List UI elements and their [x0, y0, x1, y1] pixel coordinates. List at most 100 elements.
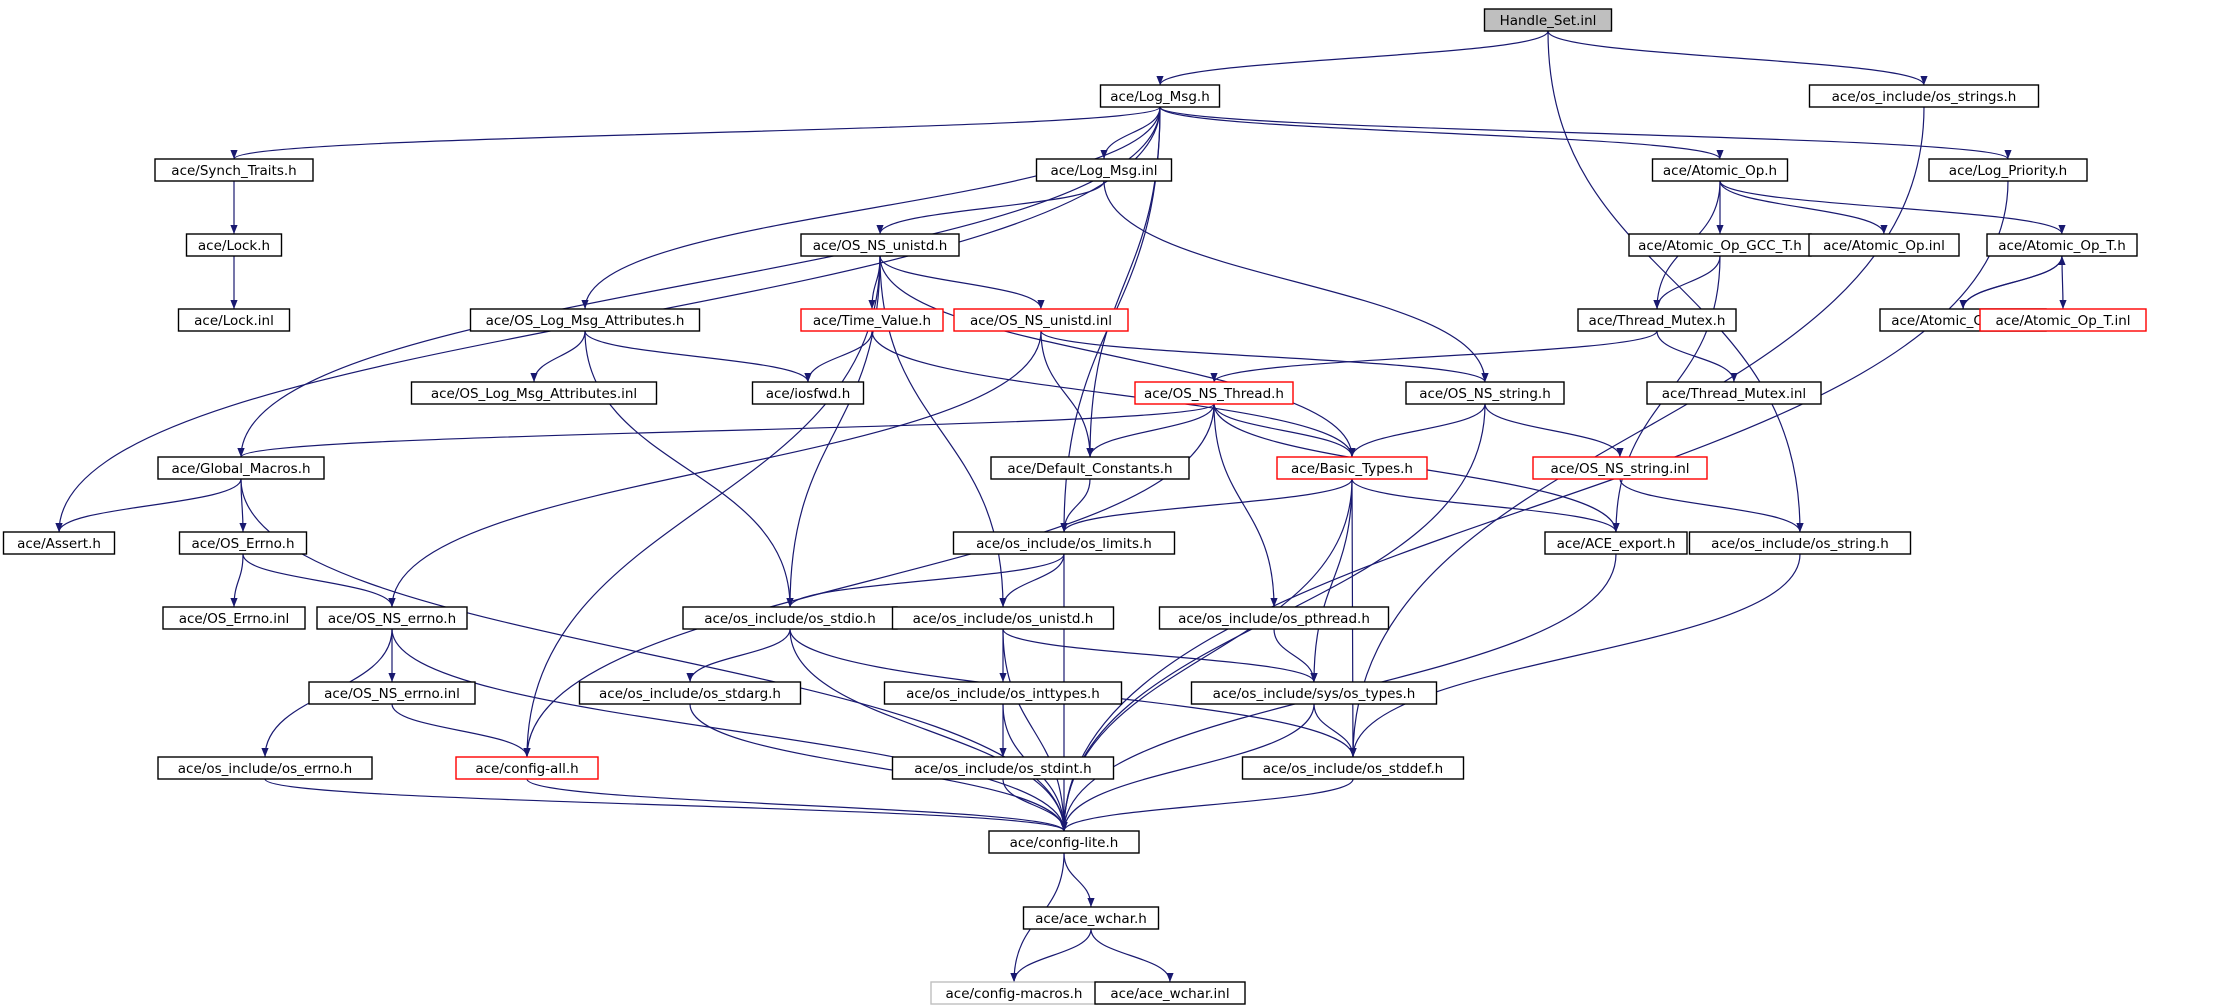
node-ace-config-macros-h[interactable]: ace/config-macros.h — [930, 981, 1098, 1005]
node-label: ace/Log_Msg.inl — [1050, 163, 1157, 179]
node-ace-assert-h[interactable]: ace/Assert.h — [2, 531, 116, 555]
node-ace-thread-mutex-h[interactable]: ace/Thread_Mutex.h — [1577, 308, 1737, 332]
node-box — [1808, 84, 2040, 108]
node-ace-os-ns-unistd-inl[interactable]: ace/OS_NS_unistd.inl — [953, 308, 1129, 332]
node-box — [1158, 606, 1390, 630]
edge-ace-log-msg-h-to-ace-global-macros-h — [237, 106, 1161, 458]
edge-ace-os-ns-errno-inl-to-ace-config-all-h — [391, 703, 531, 758]
edge-ace-log-msg-h-to-ace-synch-traits-h — [230, 106, 1161, 160]
node-label: ace/OS_NS_unistd.h — [813, 238, 948, 254]
node-label: ace/OS_NS_string.h — [1419, 386, 1551, 402]
node-ace-os-include-os-stddef-h[interactable]: ace/os_include/os_stddef.h — [1241, 756, 1465, 780]
node-ace-log-msg-h[interactable]: ace/Log_Msg.h — [1099, 84, 1221, 108]
node-label: ace/os_include/sys/os_types.h — [1213, 686, 1416, 702]
node-box — [1986, 233, 2138, 257]
node-ace-atomic-op-gcc-t-h[interactable]: ace/Atomic_Op_GCC_T.h — [1628, 233, 1812, 257]
edge-ace-ace-wchar-h-to-ace-ace-wchar-inl — [1090, 928, 1174, 983]
node-box — [1577, 308, 1737, 332]
node-ace-ace-wchar-h[interactable]: ace/ace_wchar.h — [1022, 906, 1160, 930]
edge-ace-os-log-msg-attributes-h-to-ace-os-log-msg-attributes-inl — [530, 330, 586, 383]
node-ace-atomic-op-h[interactable]: ace/Atomic_Op.h — [1651, 158, 1789, 182]
node-box — [1688, 531, 1912, 555]
edge-ace-basic-types-h-to-ace-ace-export-h — [1351, 478, 1620, 533]
edge-ace-os-ns-unistd-inl-to-ace-os-ns-string-h — [1040, 330, 1489, 383]
node-ace-config-all-h[interactable]: ace/config-all.h — [455, 756, 599, 780]
edge-ace-os-include-os-stdio-h-to-ace-config-lite-h — [789, 628, 1068, 832]
node-ace-os-ns-unistd-h[interactable]: ace/OS_NS_unistd.h — [800, 233, 960, 257]
node-label: ace/Atomic_Op.inl — [1823, 238, 1945, 254]
node-ace-os-ns-thread-h[interactable]: ace/OS_NS_Thread.h — [1134, 381, 1294, 405]
node-label: ace/os_include/os_stdio.h — [704, 611, 876, 627]
node-ace-os-include-os-stdint-h[interactable]: ace/os_include/os_stdint.h — [891, 756, 1115, 780]
node-ace-os-include-os-errno-h[interactable]: ace/os_include/os_errno.h — [157, 756, 373, 780]
node-label: ace/Atomic_Op_T.inl — [1995, 313, 2130, 329]
node-handle-set-inl[interactable]: Handle_Set.inl — [1483, 8, 1613, 32]
node-ace-time-value-h[interactable]: ace/Time_Value.h — [800, 308, 944, 332]
edge-ace-os-include-os-unistd-h-to-ace-os-include-sys-os-types-h — [1002, 628, 1318, 683]
node-ace-lock-h[interactable]: ace/Lock.h — [185, 233, 283, 257]
node-box — [1928, 158, 2088, 182]
node-ace-ace-wchar-inl[interactable]: ace/ace_wchar.inl — [1094, 981, 1246, 1005]
node-label: ace/Thread_Mutex.inl — [1662, 386, 1806, 402]
edge-handle-set-inl-to-ace-log-msg-h — [1156, 30, 1549, 86]
node-ace-os-include-sys-os-types-h[interactable]: ace/os_include/sys/os_types.h — [1190, 681, 1438, 705]
node-ace-synch-traits-h[interactable]: ace/Synch_Traits.h — [154, 158, 314, 182]
node-label: ace/OS_Errno.h — [191, 536, 294, 552]
node-ace-atomic-op-inl[interactable]: ace/Atomic_Op.inl — [1808, 233, 1960, 257]
node-ace-lock-inl[interactable]: ace/Lock.inl — [177, 308, 291, 332]
node-ace-os-include-os-stdarg-h[interactable]: ace/os_include/os_stdarg.h — [578, 681, 802, 705]
node-ace-config-lite-h[interactable]: ace/config-lite.h — [988, 830, 1140, 854]
node-ace-default-constants-h[interactable]: ace/Default_Constants.h — [990, 456, 1190, 480]
edge-ace-atomic-op-gcc-t-h-to-ace-thread-mutex-h — [1653, 255, 1721, 310]
edge-ace-os-ns-unistd-h-to-ace-basic-types-h — [879, 255, 1356, 458]
node-ace-log-priority-h[interactable]: ace/Log_Priority.h — [1928, 158, 2088, 182]
node-box — [988, 830, 1140, 854]
node-ace-ace-export-h[interactable]: ace/ACE_export.h — [1544, 531, 1688, 555]
node-layer: Handle_Set.inl ace/Log_Msg.h ace/os_includ… — [2, 8, 2147, 1005]
node-ace-os-errno-inl[interactable]: ace/OS_Errno.inl — [162, 606, 306, 630]
node-ace-os-include-os-stdio-h[interactable]: ace/os_include/os_stdio.h — [682, 606, 898, 630]
node-ace-os-log-msg-attributes-h[interactable]: ace/OS_Log_Msg_Attributes.h — [469, 308, 701, 332]
node-ace-os-ns-errno-h[interactable]: ace/OS_NS_errno.h — [316, 606, 468, 630]
node-label: Handle_Set.inl — [1500, 13, 1597, 29]
node-ace-os-include-os-limits-h[interactable]: ace/os_include/os_limits.h — [952, 531, 1176, 555]
node-label: ace/OS_NS_string.inl — [1550, 461, 1689, 477]
node-ace-os-include-os-inttypes-h[interactable]: ace/os_include/os_inttypes.h — [883, 681, 1123, 705]
edge-ace-log-msg-inl-to-ace-os-ns-unistd-h — [876, 180, 1105, 235]
node-box — [177, 308, 291, 332]
node-label: ace/OS_NS_unistd.inl — [970, 313, 1112, 329]
node-box — [990, 456, 1190, 480]
node-box — [1483, 8, 1613, 32]
node-ace-os-errno-h[interactable]: ace/OS_Errno.h — [178, 531, 308, 555]
node-label: ace/os_include/os_pthread.h — [1178, 611, 1370, 627]
node-ace-os-include-os-strings-h[interactable]: ace/os_include/os_strings.h — [1808, 84, 2040, 108]
node-ace-os-include-os-pthread-h[interactable]: ace/os_include/os_pthread.h — [1158, 606, 1390, 630]
edge-ace-os-include-os-limits-h-to-ace-os-include-os-stdio-h — [786, 553, 1065, 608]
node-ace-thread-mutex-inl[interactable]: ace/Thread_Mutex.inl — [1646, 381, 1822, 405]
node-box — [1808, 233, 1960, 257]
node-label: ace/OS_Log_Msg_Attributes.h — [486, 313, 685, 329]
node-ace-os-include-os-unistd-h[interactable]: ace/os_include/os_unistd.h — [891, 606, 1115, 630]
node-box — [953, 308, 1129, 332]
edge-ace-os-include-os-stdio-h-to-ace-os-include-os-stdarg-h — [686, 628, 791, 683]
node-ace-os-include-os-string-h[interactable]: ace/os_include/os_string.h — [1688, 531, 1912, 555]
node-box — [800, 308, 944, 332]
node-box — [891, 756, 1115, 780]
node-ace-atomic-op-t-inl[interactable]: ace/Atomic_Op_T.inl — [1979, 308, 2147, 332]
node-ace-global-macros-h[interactable]: ace/Global_Macros.h — [157, 456, 325, 480]
node-box — [800, 233, 960, 257]
edge-ace-os-ns-unistd-h-to-ace-config-all-h — [523, 255, 881, 758]
node-ace-os-log-msg-attributes-inl[interactable]: ace/OS_Log_Msg_Attributes.inl — [410, 381, 658, 405]
node-box — [157, 756, 373, 780]
edge-ace-os-ns-thread-h-to-ace-os-include-os-pthread-h — [1213, 403, 1278, 608]
node-ace-basic-types-h[interactable]: ace/Basic_Types.h — [1276, 456, 1428, 480]
node-box — [308, 681, 476, 705]
node-ace-iosfwd-h[interactable]: ace/iosfwd.h — [751, 381, 865, 405]
node-ace-os-ns-string-h[interactable]: ace/OS_NS_string.h — [1405, 381, 1565, 405]
node-ace-os-ns-string-inl[interactable]: ace/OS_NS_string.inl — [1532, 456, 1708, 480]
node-ace-os-ns-errno-inl[interactable]: ace/OS_NS_errno.inl — [308, 681, 476, 705]
node-box — [1651, 158, 1789, 182]
node-label: ace/Atomic_Op.h — [1663, 163, 1777, 179]
node-ace-log-msg-inl[interactable]: ace/Log_Msg.inl — [1035, 158, 1173, 182]
node-ace-atomic-op-t-h[interactable]: ace/Atomic_Op_T.h — [1986, 233, 2138, 257]
